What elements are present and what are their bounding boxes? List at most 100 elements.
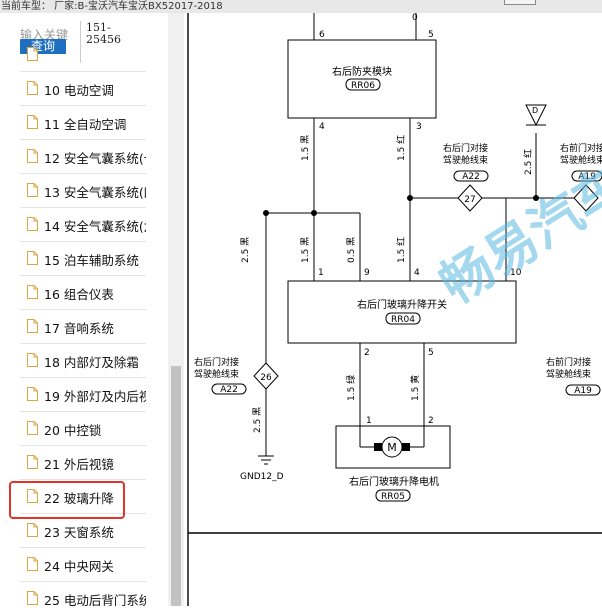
a19b-code: A19 <box>574 386 592 396</box>
wire-label: 1.5 红 <box>395 237 407 263</box>
sidebar-item[interactable]: 16 组合仪表 <box>20 276 146 310</box>
pin-0: 0 <box>412 13 418 23</box>
sidebar-item-label: 11 全自动空调 <box>44 117 127 132</box>
document-icon <box>27 285 38 299</box>
number-line-1: 151- <box>86 21 111 34</box>
a19-label-line1: 右前门对接 <box>560 142 602 154</box>
sidebar-item-label: 12 安全气囊系统(十二 <box>44 151 146 166</box>
sidebar-item-label: 17 音响系统 <box>44 321 114 336</box>
rr06-box <box>287 39 437 119</box>
a22-code: A22 <box>462 172 480 182</box>
wire-label: 2.5 黑 <box>252 407 263 433</box>
sidebar-scrollbar[interactable] <box>168 13 184 606</box>
diode-label: D <box>532 106 538 115</box>
a19-code: A19 <box>578 172 596 182</box>
sidebar-item[interactable]: 22 玻璃升降 <box>20 480 146 514</box>
sidebar-item-label: 14 安全气囊系统(六回 <box>44 219 146 234</box>
document-icon <box>27 421 38 435</box>
sidebar-item[interactable]: 17 音响系统 <box>20 310 146 344</box>
search-button[interactable]: 查询 <box>20 39 66 54</box>
sidebar-item[interactable]: 11 全自动空调 <box>20 106 146 140</box>
rr05-code: RR05 <box>381 492 405 502</box>
sidebar-item[interactable]: 13 安全气囊系统(四回 <box>20 174 146 208</box>
rr06-code-box <box>345 78 381 91</box>
a19b-label-line1: 右前门对接 <box>546 356 591 368</box>
sidebar-item-label: 10 电动空调 <box>44 83 114 98</box>
sidebar-item[interactable]: 20 中控锁 <box>20 412 146 446</box>
sidebar-item[interactable]: 25 电动后背门系统 <box>20 582 146 606</box>
a19-label-line2: 驾驶舱线束 <box>560 154 602 166</box>
search-input[interactable]: 输入关键 <box>20 28 69 42</box>
pin-1: 1 <box>318 268 324 278</box>
pin-9: 9 <box>364 268 370 278</box>
wire-label: 1.5 黑 <box>300 135 311 161</box>
sidebar-item[interactable]: 18 内部灯及除霜 <box>20 344 146 378</box>
wire-label: 1.5 绿 <box>345 375 357 401</box>
pin-6: 6 <box>319 30 325 40</box>
selected-highlight <box>9 481 125 519</box>
sidebar-item[interactable]: 23 天窗系统 <box>20 514 146 548</box>
rr05-code-box <box>375 489 411 502</box>
sidebar-item[interactable] <box>20 38 146 72</box>
sidebar-item[interactable]: 12 安全气囊系统(十二 <box>20 140 146 174</box>
document-icon <box>27 149 38 163</box>
document-icon <box>27 557 38 571</box>
document-icon <box>27 591 38 605</box>
document-icon <box>27 217 38 231</box>
rr05-name: 右后门玻璃升降电机 <box>349 475 439 488</box>
scrollbar-thumb[interactable] <box>171 366 181 606</box>
wiring-diagram: 右后防夹模块 RR06 6 0 5 4 3 D 右后门对接 驾驶舱线束 A22 … <box>187 13 602 606</box>
a22b-code-box <box>211 383 247 395</box>
rr06-code: RR06 <box>351 81 375 91</box>
wire-label: 0.5 黑 <box>346 237 357 263</box>
sidebar-item-label: 21 外后视镜 <box>44 457 114 472</box>
rr04-box <box>287 280 517 344</box>
pin-27: 27 <box>464 195 475 205</box>
sidebar-item-label: 18 内部灯及除霜 <box>44 355 139 370</box>
pin-26: 26 <box>260 373 272 383</box>
document-icon <box>27 523 38 537</box>
window-title: 当前车型： 厂家:B-宝沃汽车宝沃BX52017-2018 <box>1 1 223 12</box>
a22b-label-line1: 右后门对接 <box>194 356 239 368</box>
a22b-label-line2: 驾驶舱线束 <box>194 368 239 380</box>
rr06-name: 右后防夹模块 <box>332 65 392 78</box>
sidebar-item[interactable]: 15 泊车辅助系统 <box>20 242 146 276</box>
document-icon <box>27 47 38 61</box>
rr04-code: RR04 <box>391 315 415 325</box>
sidebar-item[interactable]: 19 外部灯及内后视镜 <box>20 378 146 412</box>
window-title-bar: 当前车型： 厂家:B-宝沃汽车宝沃BX52017-2018 <box>0 0 602 13</box>
pin-4: 4 <box>319 122 325 132</box>
window-button[interactable] <box>504 0 536 5</box>
sidebar-item-label: 22 玻璃升降 <box>44 491 114 506</box>
sidebar-item[interactable]: 24 中央网关 <box>20 548 146 582</box>
motor-symbol <box>381 436 403 458</box>
document-icon <box>27 183 38 197</box>
splice <box>407 195 413 201</box>
pin-1b: 1 <box>366 416 372 426</box>
ground-label: GND12_D <box>240 472 284 482</box>
a19-code-box <box>571 170 602 182</box>
pin-2: 2 <box>364 348 370 358</box>
a22b-code: A22 <box>220 385 238 395</box>
sidebar-item[interactable]: 14 安全气囊系统(六回 <box>20 208 146 242</box>
document-icon <box>27 81 38 95</box>
sidebar-item[interactable]: 10 电动空调 <box>20 72 146 106</box>
sidebar-item-label: 15 泊车辅助系统 <box>44 253 139 268</box>
wire-label: 2.5 红 <box>522 149 534 175</box>
document-icon <box>27 455 38 469</box>
document-icon <box>27 251 38 265</box>
sidebar-item-label: 19 外部灯及内后视镜 <box>44 389 146 404</box>
sidebar-item[interactable]: 21 外后视镜 <box>20 446 146 480</box>
a19b-code-box <box>565 384 601 396</box>
pin-5b: 5 <box>428 348 434 358</box>
number-line-2: 25456 <box>86 33 121 46</box>
pin-2b: 2 <box>428 416 434 426</box>
sidebar: 输入关键 查询 151- 25456 10 电动空调 11 全自动空调 12 安全气… <box>0 13 168 606</box>
a22-label-line2: 驾驶舱线束 <box>443 154 488 166</box>
wiring-diagram-view[interactable]: 右后防夹模块 RR06 6 0 5 4 3 D 右后门对接 驾驶舱线束 A22 … <box>184 13 602 606</box>
motor-letter: M <box>387 441 397 454</box>
wire-label: 1.5 红 <box>395 135 407 161</box>
rr05-box <box>335 425 451 469</box>
pin-3: 3 <box>416 122 422 132</box>
document-icon <box>27 489 38 503</box>
